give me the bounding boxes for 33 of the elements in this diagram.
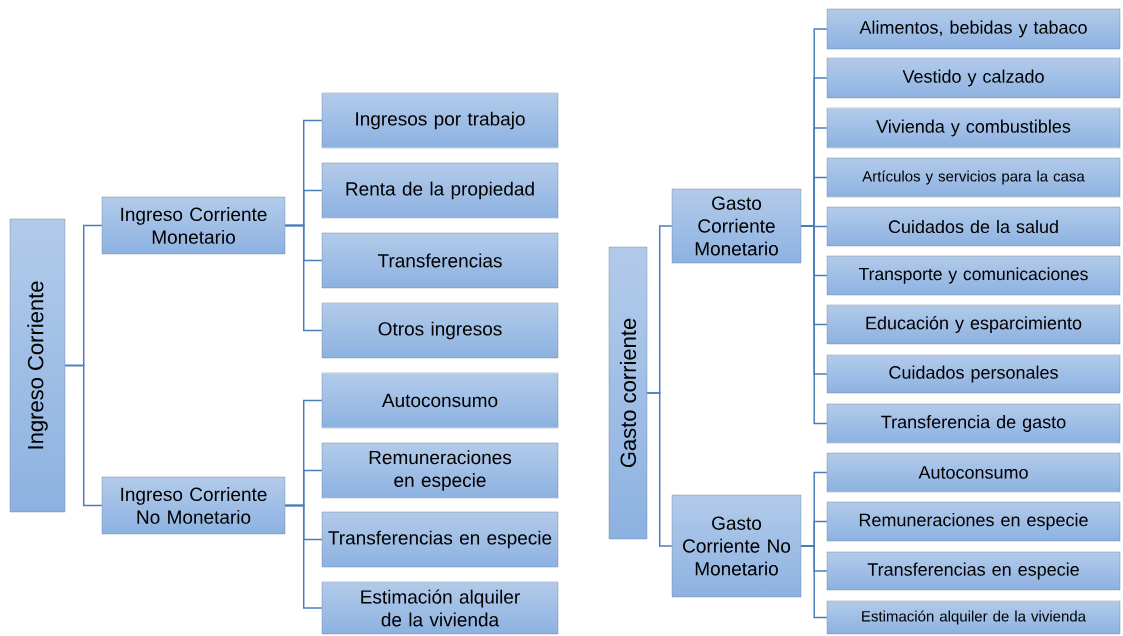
connector-line bbox=[284, 224, 323, 332]
connector-line bbox=[64, 364, 103, 507]
item-box: Cuidados personales bbox=[826, 354, 1121, 394]
item-box: Educación y esparcimiento bbox=[826, 304, 1121, 345]
item-box: Estimación alquiler de la vivienda bbox=[321, 581, 559, 635]
connector-line bbox=[800, 225, 828, 425]
item-box: Alimentos, bebidas y tabaco bbox=[826, 8, 1121, 50]
item-box: Transferencia de gasto bbox=[826, 403, 1121, 444]
subcategory-box: Ingreso Corriente Monetario bbox=[101, 196, 286, 255]
connector-line bbox=[284, 504, 323, 609]
subcategory-box: Gasto Corriente No Monetario bbox=[671, 494, 802, 598]
item-box: Autoconsumo bbox=[826, 452, 1121, 493]
connector-line bbox=[646, 392, 673, 547]
category-box: Gasto corriente bbox=[608, 246, 648, 540]
item-box: Estimación alquiler de la vivienda bbox=[826, 600, 1121, 635]
item-box: Renta de la propiedad bbox=[321, 162, 559, 219]
item-box: Cuidados de la salud bbox=[826, 206, 1121, 247]
subcategory-box: Gasto Corriente Monetario bbox=[671, 188, 802, 264]
connector-line bbox=[800, 545, 828, 619]
subcategory-box: Ingreso Corriente No Monetario bbox=[101, 476, 286, 535]
item-box: Transferencias en especie bbox=[321, 511, 559, 568]
item-box: Transporte y comunicaciones bbox=[826, 255, 1121, 296]
item-box: Remuneraciones en especie bbox=[321, 442, 559, 499]
item-box: Transferencias en especie bbox=[826, 551, 1121, 591]
item-box: Otros ingresos bbox=[321, 302, 559, 359]
item-box: Artículos y servicios para la casa bbox=[826, 157, 1121, 198]
item-box: Transferencias bbox=[321, 232, 559, 289]
item-box: Vivienda y combustibles bbox=[826, 107, 1121, 149]
item-box: Ingresos por trabajo bbox=[321, 92, 559, 149]
item-box: Autoconsumo bbox=[321, 372, 559, 429]
item-box: Vestido y calzado bbox=[826, 57, 1121, 99]
category-box: Ingreso Corriente bbox=[9, 218, 66, 513]
item-box: Remuneraciones en especie bbox=[826, 501, 1121, 542]
